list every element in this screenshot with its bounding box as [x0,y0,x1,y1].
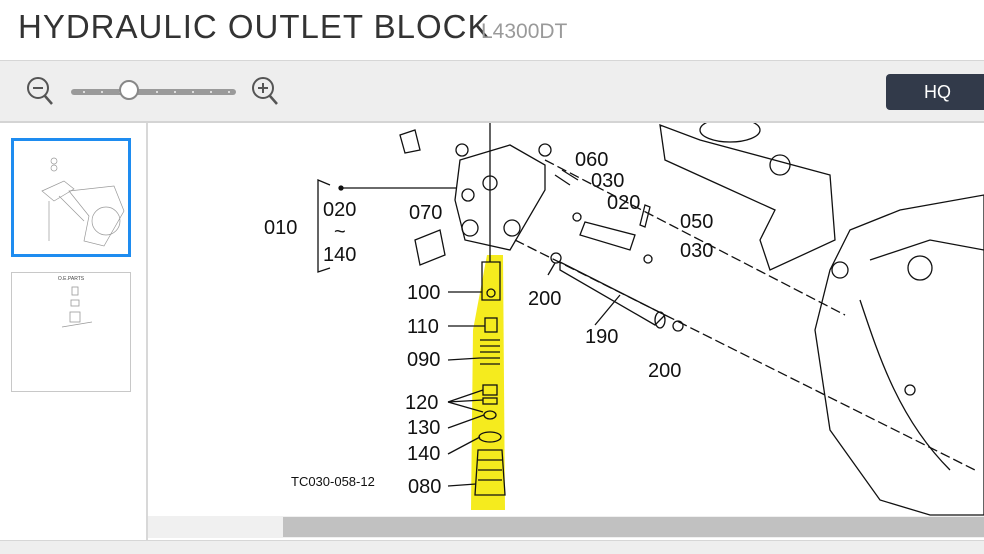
page-header: HYDRAULIC OUTLET BLOCK L4300DT [0,0,984,61]
scrollbar-thumb[interactable] [283,517,984,537]
callout-140[interactable]: 140 [407,443,441,465]
callout-030[interactable]: 030 [591,170,625,192]
zoom-slider[interactable] [71,89,236,95]
callout-140[interactable]: 140 [323,244,357,266]
diagram-code: TC030-058-12 [291,474,375,489]
thumbnail-page-1[interactable] [11,138,131,257]
callout-190[interactable]: 190 [585,326,619,348]
callout-070[interactable]: 070 [409,202,443,224]
callout-090[interactable]: 090 [407,349,441,371]
thumbnail-page-2[interactable]: O.E.PARTS [11,272,131,392]
callout-080[interactable]: 080 [408,476,442,498]
zoom-slider-handle[interactable] [118,80,139,100]
page-title: HYDRAULIC OUTLET BLOCK [18,8,491,45]
footer-bar [0,540,984,554]
callout-200[interactable]: 200 [528,288,562,310]
callout-020[interactable]: 020 [323,199,357,221]
callout-060[interactable]: 060 [575,149,609,171]
callout-050[interactable]: 050 [680,211,714,233]
callout-120[interactable]: 120 [405,392,439,414]
callout-030[interactable]: 030 [680,240,714,262]
zoom-out-icon[interactable] [24,75,56,107]
callout-100[interactable]: 100 [407,282,441,304]
model-label: L4300DT [481,20,568,43]
diagram-thumbnail [41,157,125,247]
horizontal-scrollbar[interactable] [148,516,984,538]
exploded-diagram [317,123,984,516]
callout-200[interactable]: 200 [648,360,682,382]
toolbar: HQ [0,61,984,123]
parts-thumbnail [61,286,93,328]
callout-130[interactable]: 130 [407,417,441,439]
callout-010[interactable]: 010 [264,217,298,239]
hq-button[interactable]: HQ [886,74,984,110]
thumbnail-caption: O.E.PARTS [57,276,85,282]
callout-range-tilde: ~ [334,221,346,243]
callout-110[interactable]: 110 [407,316,439,338]
zoom-in-icon[interactable] [249,75,281,107]
diagram-viewer[interactable]: 060 030 020 050 030 010 020 ~ 140 070 10… [148,123,984,516]
callout-020[interactable]: 020 [607,192,641,214]
